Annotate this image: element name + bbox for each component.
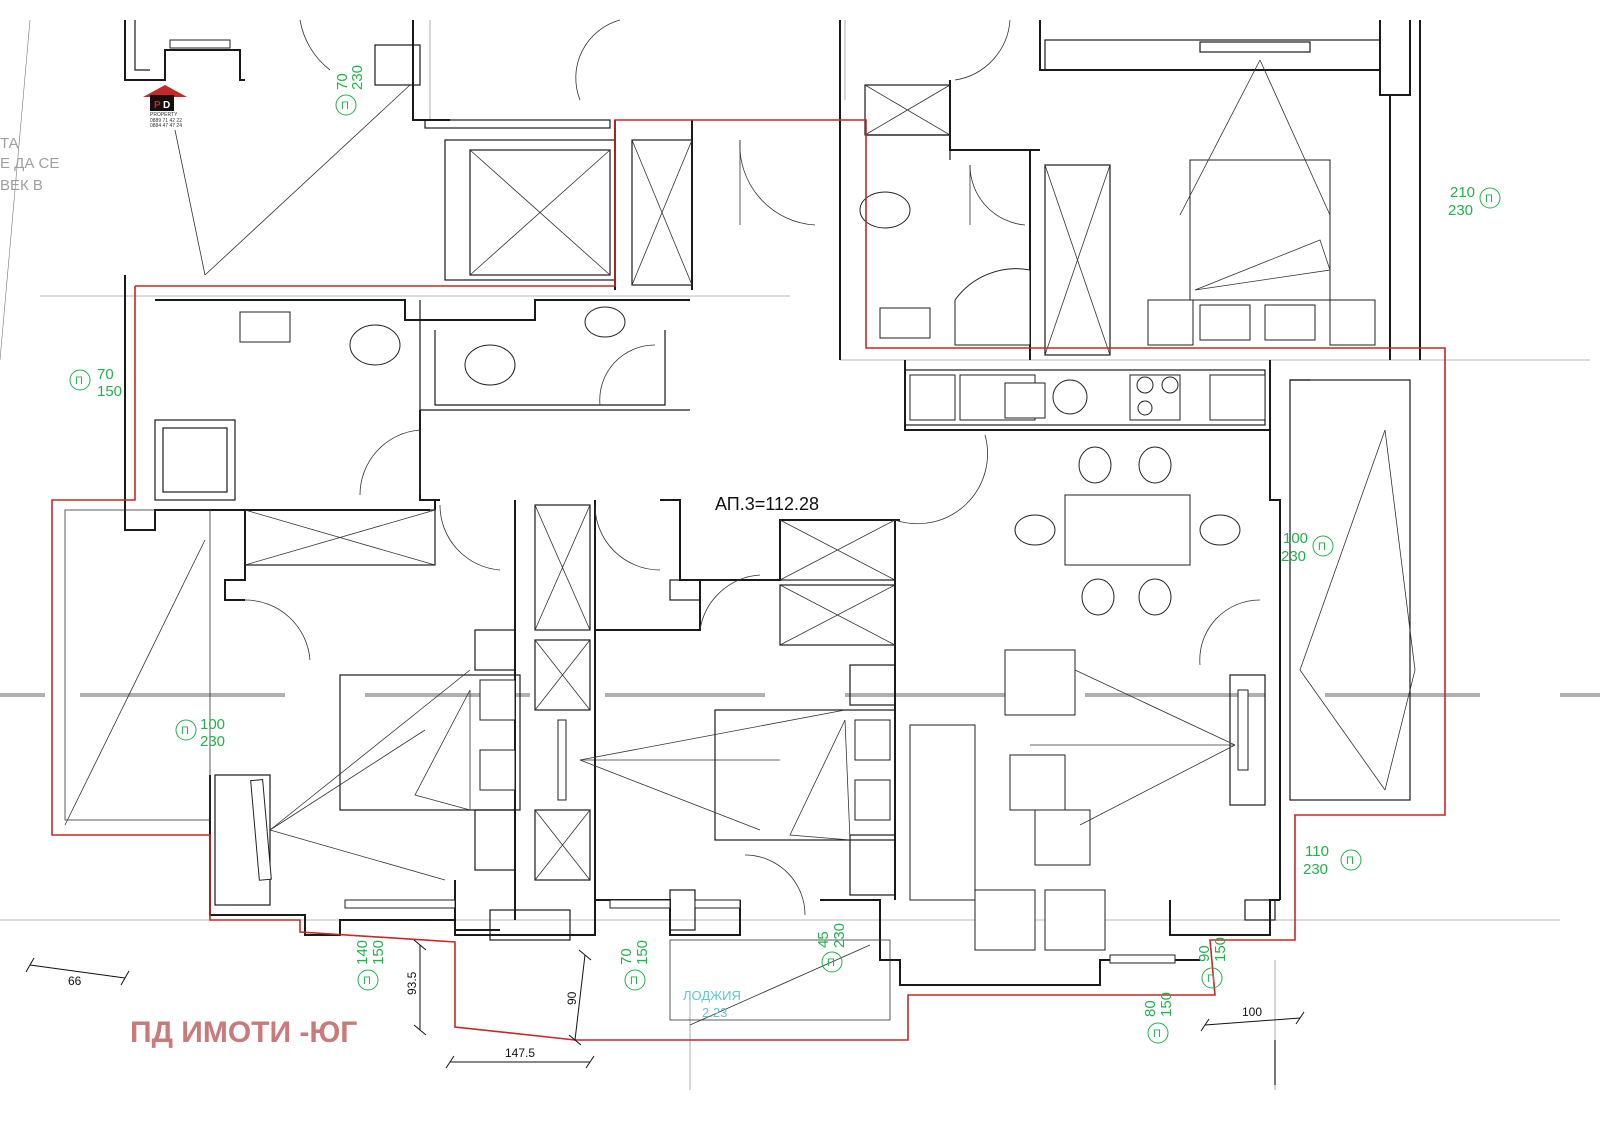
logo-phone-2: 0884 47 47 24 <box>150 123 182 129</box>
dimension-147-5: 147.5 <box>505 1046 535 1060</box>
window-height-w3: 150 <box>97 383 122 400</box>
window-width-w9: 45 <box>815 931 832 948</box>
window-marker: П <box>1207 973 1215 985</box>
window-height-w7: 150 <box>370 940 387 965</box>
ghost-text-2: Е ДА СЕ <box>0 155 59 172</box>
ghost-text-3: ВЕК В <box>0 177 43 194</box>
logo-phone-1: 0889 71 42 22 <box>150 118 182 124</box>
loggia-area: 2.23 <box>702 1005 727 1020</box>
svg-text:D: D <box>163 100 170 111</box>
window-markers: П П П П П П П П П П П <box>69 94 1501 1044</box>
window-width-w10: 90 <box>1196 945 1213 962</box>
ghost-text-1: ТА <box>0 135 19 152</box>
window-width-w5: 100 <box>1283 530 1308 547</box>
dimension-90: 90 <box>565 991 579 1005</box>
window-width-w11: 80 <box>1142 1000 1159 1017</box>
window-width-w1: 70 <box>334 73 351 90</box>
logo-name: PROPERTY <box>150 112 178 118</box>
grid-lines <box>0 19 1590 1090</box>
dimension-100: 100 <box>1242 1005 1262 1019</box>
loggia-name: ЛОДЖИЯ <box>683 988 741 1003</box>
window-marker: П <box>363 975 371 987</box>
window-width-w7: 140 <box>354 940 371 965</box>
dimension-lines: 66 93.5 90 147.5 100 <box>25 939 1305 1069</box>
window-labels: 70 230 210 230 70 150 100 230 100 230 11… <box>97 65 1475 1017</box>
window-height-w4: 230 <box>200 733 225 750</box>
window-marker: П <box>75 375 83 387</box>
window-marker: П <box>827 957 835 969</box>
logo-house-icon <box>150 95 174 111</box>
window-height-w5: 230 <box>1281 548 1306 565</box>
window-marker: П <box>1346 855 1354 867</box>
window-height-w11: 150 <box>1158 992 1175 1017</box>
dimension-66: 66 <box>68 974 82 988</box>
window-width-w4: 100 <box>200 716 225 733</box>
doors <box>244 19 1261 916</box>
logo: P D PROPERTY 0889 71 42 22 0884 47 47 24 <box>143 85 187 129</box>
window-height-w10: 150 <box>1212 937 1229 962</box>
window-width-w2: 210 <box>1450 184 1475 201</box>
window-height-w8: 150 <box>634 940 651 965</box>
window-height-w9: 230 <box>831 923 848 948</box>
window-height-w2: 230 <box>1448 202 1473 219</box>
logo-roof-icon <box>143 85 187 97</box>
window-width-w3: 70 <box>97 366 114 383</box>
window-marker: П <box>1485 193 1493 205</box>
dimension-93-5: 93.5 <box>405 971 419 995</box>
window-marker: П <box>630 975 638 987</box>
window-width-w8: 70 <box>618 948 635 965</box>
apartment-label: АП.3=112.28 <box>715 494 819 514</box>
window-width-w6: 110 <box>1305 843 1329 860</box>
window-marker: П <box>341 100 349 112</box>
window-marker: П <box>181 725 189 737</box>
window-height-w6: 230 <box>1303 861 1328 878</box>
watermark: ПД ИМОТИ -ЮГ <box>130 1016 357 1049</box>
fixtures <box>64 39 1416 1026</box>
window-marker: П <box>1153 1028 1161 1040</box>
window-height-w1: 230 <box>349 65 366 90</box>
apartment-boundary <box>51 119 1446 1041</box>
window-marker: П <box>1318 541 1326 553</box>
svg-text:P: P <box>154 100 161 111</box>
